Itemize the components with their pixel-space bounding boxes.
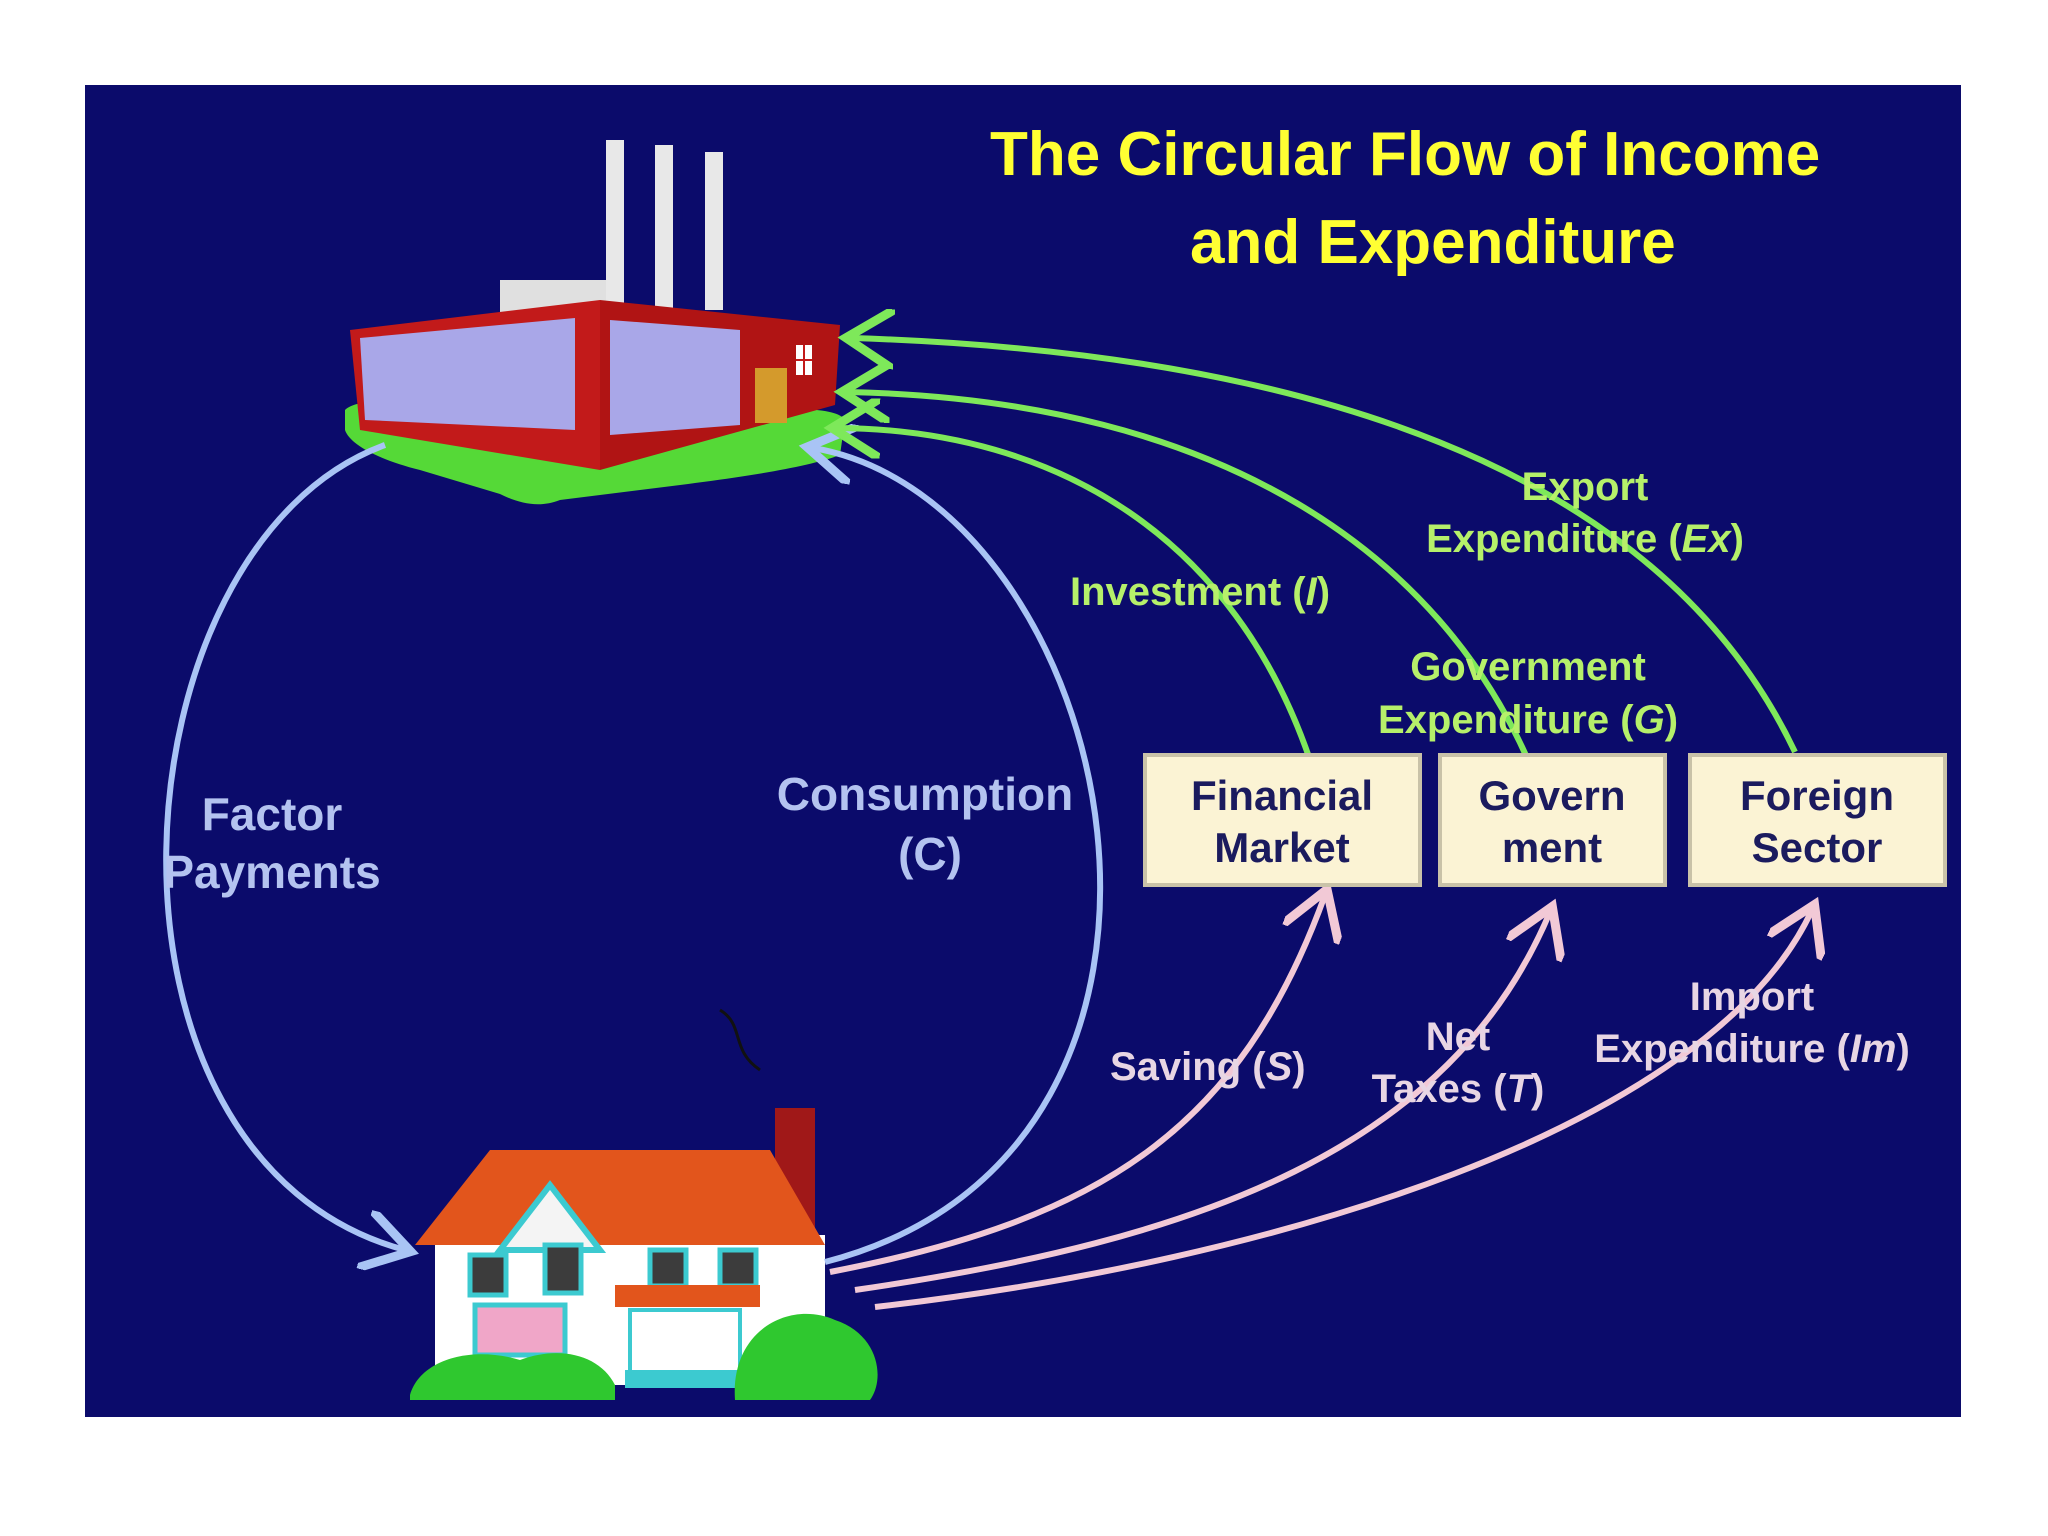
factory-icon [345, 140, 845, 505]
investment-arrow [838, 428, 1313, 761]
saving-arrow [829, 895, 1325, 1275]
title-line-2: and Expenditure [1190, 208, 1676, 277]
foreign-sector-label-1: Foreign [1740, 772, 1894, 819]
financial-market-label-2: Market [1214, 824, 1349, 871]
title-line-1: The Circular Flow of Income [990, 120, 1820, 189]
government-box: Govern ment [1438, 753, 1667, 887]
consumption-label-1: Consumption [777, 768, 1073, 820]
net-taxes-arrow [854, 912, 1550, 1293]
government-label-2: ment [1502, 824, 1602, 871]
factor-payments-label-1: Factor [202, 788, 343, 840]
house-icon [410, 1008, 878, 1400]
export-expenditure-label-1: Export [1522, 465, 1649, 509]
factor-payments-arrow [163, 442, 405, 1250]
export-expenditure-label-2: Expenditure (Ex) [1426, 517, 1744, 561]
consumption-arrow [813, 448, 1104, 1265]
government-expenditure-label-1: Government [1410, 645, 1646, 689]
financial-market-box: Financial Market [1143, 753, 1422, 887]
foreign-sector-box: Foreign Sector [1688, 753, 1947, 887]
net-taxes-label-1: Net [1426, 1015, 1490, 1059]
export-expenditure-arrow [852, 338, 1798, 754]
government-label-1: Govern [1478, 772, 1625, 819]
financial-market-label-1: Financial [1191, 772, 1373, 819]
consumption-label-2: (C) [898, 828, 962, 880]
foreign-sector-label-2: Sector [1752, 824, 1883, 871]
import-expenditure-arrow [874, 910, 1812, 1310]
import-expenditure-label-2: Expenditure (Im) [1594, 1027, 1910, 1071]
investment-label: Investment (I) [1070, 570, 1330, 614]
factor-payments-label-2: Payments [163, 846, 380, 898]
saving-label: Saving (S) [1110, 1045, 1306, 1089]
slide-background [85, 85, 1961, 1417]
net-taxes-label-2: Taxes (T) [1372, 1067, 1545, 1111]
government-expenditure-arrow [848, 392, 1531, 762]
import-expenditure-label-1: Import [1690, 975, 1814, 1019]
government-expenditure-label-2: Expenditure (G) [1378, 698, 1678, 742]
